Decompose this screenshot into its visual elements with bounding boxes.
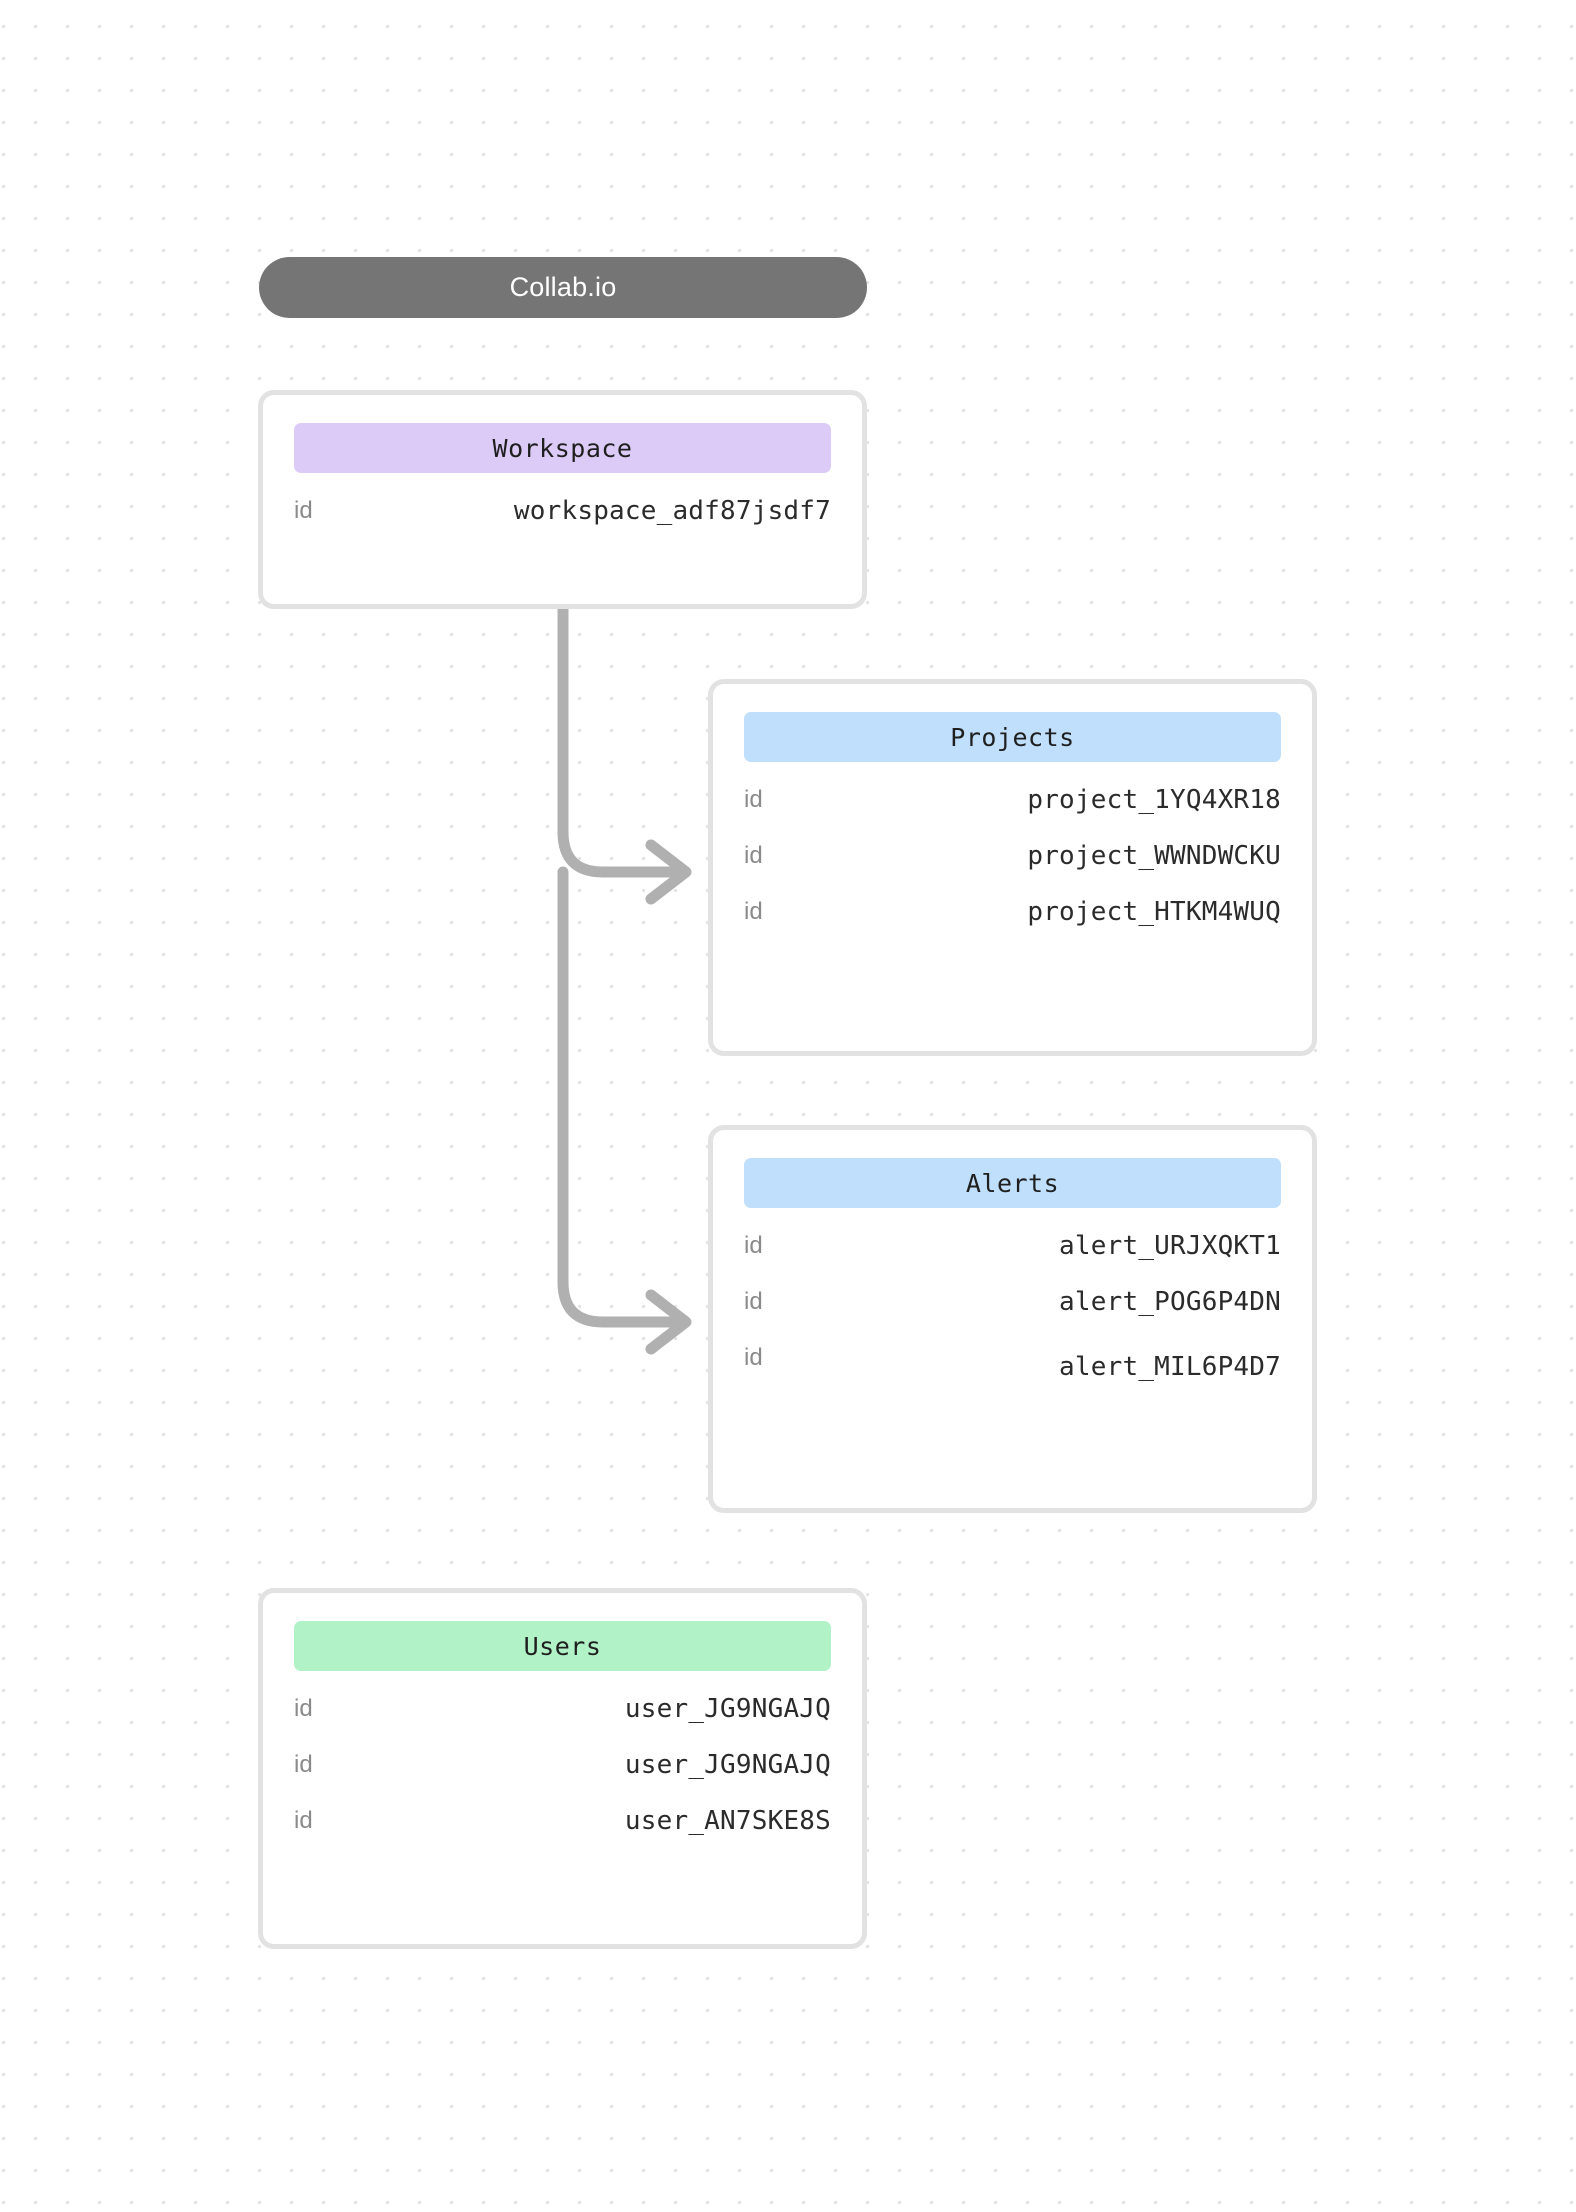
diagram-title-label: Collab.io <box>509 272 617 302</box>
row-value: project_WWNDWCKU <box>1027 841 1281 871</box>
row-key: id <box>294 497 313 524</box>
entity-title-alerts: Alerts <box>965 1168 1060 1198</box>
entity-rows-alerts: id alert_URJXQKT1 id alert_POG6P4DN id a… <box>744 1218 1281 1386</box>
row-key: id <box>294 1695 313 1722</box>
arrowhead-projects <box>645 839 692 905</box>
entity-header-workspace: Workspace <box>294 423 831 473</box>
row-value: alert_URJXQKT1 <box>1059 1231 1281 1261</box>
table-row[interactable]: id project_1YQ4XR18 <box>744 772 1281 828</box>
entity-header-projects: Projects <box>744 712 1281 762</box>
edge-workspace-to-projects <box>557 603 682 878</box>
entity-title-workspace: Workspace <box>492 433 633 463</box>
row-key: id <box>744 1232 763 1259</box>
row-key: id <box>294 1807 313 1834</box>
row-value: workspace_adf87jsdf7 <box>513 496 831 526</box>
row-key: id <box>294 1751 313 1778</box>
row-key: id <box>744 1344 763 1371</box>
row-value: user_AN7SKE8S <box>624 1806 831 1836</box>
edge-workspace-to-alerts <box>557 866 682 1328</box>
row-value: user_JG9NGAJQ <box>624 1694 831 1724</box>
entity-title-users: Users <box>523 1631 602 1661</box>
entity-node-projects[interactable]: Projects id project_1YQ4XR18 id project_… <box>708 679 1317 1056</box>
table-row[interactable]: id project_WWNDWCKU <box>744 828 1281 884</box>
table-row[interactable]: id user_AN7SKE8S <box>294 1793 831 1849</box>
entity-node-alerts[interactable]: Alerts id alert_URJXQKT1 id alert_POG6P4… <box>708 1125 1317 1513</box>
row-value: alert_MIL6P4D7 <box>1059 1352 1281 1382</box>
row-key: id <box>744 842 763 869</box>
row-key: id <box>744 898 763 925</box>
table-row[interactable]: id user_JG9NGAJQ <box>294 1737 831 1793</box>
entity-rows-users: id user_JG9NGAJQ id user_JG9NGAJQ id use… <box>294 1681 831 1849</box>
row-value: project_HTKM4WUQ <box>1027 897 1281 927</box>
row-key: id <box>744 1288 763 1315</box>
table-row[interactable]: id user_JG9NGAJQ <box>294 1681 831 1737</box>
table-row[interactable]: id alert_URJXQKT1 <box>744 1218 1281 1274</box>
row-value: project_1YQ4XR18 <box>1027 785 1281 815</box>
diagram-title-pill[interactable]: Collab.io <box>259 257 867 318</box>
table-row[interactable]: id alert_MIL6P4D7 <box>744 1330 1281 1386</box>
entity-rows-projects: id project_1YQ4XR18 id project_WWNDWCKU … <box>744 772 1281 940</box>
entity-node-workspace[interactable]: Workspace id workspace_adf87jsdf7 <box>258 390 867 609</box>
row-value: alert_POG6P4DN <box>1059 1287 1281 1317</box>
table-row[interactable]: id workspace_adf87jsdf7 <box>294 483 831 539</box>
row-key: id <box>744 786 763 813</box>
entity-header-alerts: Alerts <box>744 1158 1281 1208</box>
entity-header-users: Users <box>294 1621 831 1671</box>
arrowhead-alerts <box>645 1289 692 1355</box>
entity-title-projects: Projects <box>950 722 1075 752</box>
entity-rows-workspace: id workspace_adf87jsdf7 <box>294 483 831 539</box>
row-value: user_JG9NGAJQ <box>624 1750 831 1780</box>
table-row[interactable]: id alert_POG6P4DN <box>744 1274 1281 1330</box>
entity-node-users[interactable]: Users id user_JG9NGAJQ id user_JG9NGAJQ … <box>258 1588 867 1949</box>
table-row[interactable]: id project_HTKM4WUQ <box>744 884 1281 940</box>
